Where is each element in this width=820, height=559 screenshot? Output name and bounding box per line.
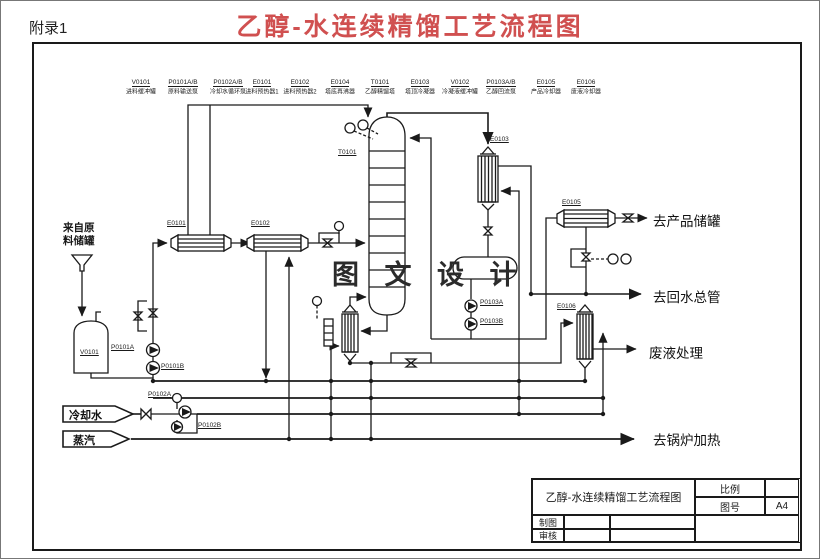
- condenser-e0103: [477, 146, 532, 414]
- tag-p0102a: P0102A: [148, 391, 172, 398]
- tag-e0106: E0106: [557, 303, 576, 310]
- scale-value: [765, 479, 799, 497]
- drawing-no-value: A4: [765, 497, 799, 515]
- tag-e0102: E0102: [251, 220, 270, 227]
- title-block: 乙醇-水连续精馏工艺流程图 比例 图号 A4 制图 审核: [531, 478, 801, 543]
- drafter-label: 制图: [532, 515, 564, 529]
- tag-t0101: T0101: [338, 149, 357, 156]
- to-product-tank-label: 去产品储罐: [653, 214, 721, 229]
- column-t0101: [344, 116, 406, 316]
- overhead-vapor-line: [386, 112, 494, 145]
- tag-e0103: E0103: [490, 136, 509, 143]
- pump-p0101ab: [132, 238, 168, 378]
- tag-p0103b: P0103B: [480, 318, 504, 325]
- reviewer-field-2: [610, 529, 695, 542]
- waste-cooler-e0106: [576, 304, 637, 414]
- to-return-water-label: 去回水总管: [653, 290, 721, 305]
- pump-p0103ab: [431, 217, 557, 340]
- pump-p0102ab: [140, 392, 198, 434]
- exchanger-e0102: [246, 233, 309, 439]
- tag-p0102b: P0102B: [198, 422, 222, 429]
- feed-funnel: [70, 254, 94, 317]
- drawing-frame: [32, 42, 802, 551]
- reviewer-field: [564, 529, 610, 542]
- waste-treatment-label: 废液处理: [649, 346, 703, 361]
- preheat-top-header: [187, 104, 373, 235]
- tag-e0105: E0105: [562, 199, 581, 206]
- tag-p0101b: P0101B: [161, 363, 185, 370]
- to-boiler-label: 去锅炉加热: [653, 433, 721, 448]
- tag-p0101a: P0101A: [111, 344, 135, 351]
- cooling-water-inlet-symbol: [62, 405, 141, 423]
- reviewer-label: 审核: [532, 529, 564, 542]
- reflux-line: [409, 133, 432, 339]
- tag-p0103a: P0103A: [480, 299, 504, 306]
- scale-label: 比例: [695, 479, 765, 497]
- appendix-label: 附录1: [29, 20, 68, 37]
- feed-control-valve-group: [308, 220, 366, 248]
- steam-inlet-symbol: [62, 430, 131, 448]
- watermark-text: 图 文 设 计: [332, 260, 526, 290]
- drawing-no-label: 图号: [695, 497, 765, 515]
- reflux-drum-v0102: [452, 256, 518, 299]
- drafter-field: [564, 515, 610, 529]
- steam-label: 蒸汽: [73, 435, 95, 447]
- drafter-field-2: [610, 515, 695, 529]
- title-block-drawing-title: 乙醇-水连续精馏工艺流程图: [532, 479, 695, 515]
- title-block-empty-cell: [695, 515, 799, 542]
- cooling-water-label: 冷却水: [69, 410, 102, 422]
- product-cooler-e0105: [556, 208, 648, 294]
- exchanger-e0101: [170, 233, 251, 253]
- pipe-junctions: [150, 291, 606, 442]
- page-title: 乙醇-水连续精馏工艺流程图: [236, 13, 584, 41]
- tag-v0101: V0101: [80, 349, 99, 356]
- utility-bus-lines: [131, 380, 635, 446]
- feed-source-label: 来自原料储罐: [63, 222, 95, 247]
- reboiler-e0104: [311, 292, 388, 439]
- tag-e0101: E0101: [167, 220, 186, 227]
